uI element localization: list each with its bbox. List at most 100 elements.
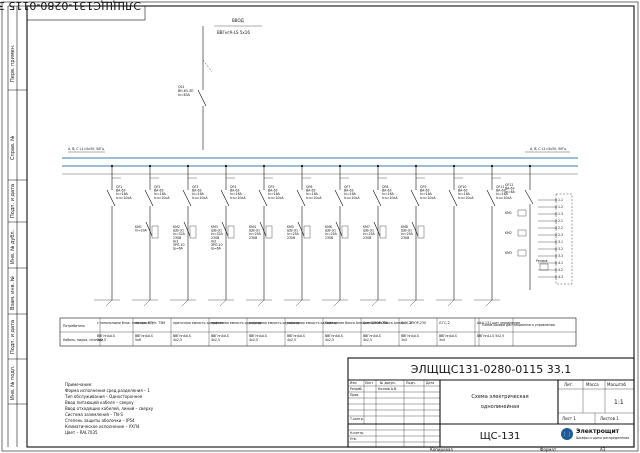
tb-row-list: Лист	[365, 381, 373, 385]
feeder-bus-node	[414, 164, 418, 168]
top-code-text: ЭЛЩЩС131-0280-0115 33.1	[0, 0, 141, 12]
feeder-contactor-contact	[411, 221, 419, 237]
control-terminal-label: 2.1	[558, 219, 563, 223]
title-code: ЭЛЩЩС131-0280-0115 33.1	[411, 363, 572, 376]
control-terminal-label: 2.3	[558, 233, 563, 237]
control-terminal-label: 4.1	[558, 261, 563, 265]
input-cable: ВВГнгА-LS 5х16	[217, 30, 250, 35]
feeder-contactor-box	[303, 225, 311, 239]
table-consumer-cell: Освещение бокса Аппарат ЗЛЮР-230	[325, 321, 388, 325]
side-label-podp-1: Подп. и дата	[10, 184, 16, 218]
feeder-contactor-contact	[297, 221, 305, 237]
feeder-cable-mark	[333, 299, 341, 307]
feeder-contactor-box	[379, 225, 387, 239]
control-relay-label: KM2	[505, 231, 512, 235]
side-label-vzam: Взам. инв. №	[10, 275, 16, 310]
side-label-perv: Перв. примен.	[10, 44, 16, 82]
feeder-contactor-contact	[373, 221, 381, 237]
feeder-bus-node	[338, 164, 342, 168]
feeder-cable-mark	[181, 299, 189, 307]
feeder-cable-mark	[485, 299, 493, 307]
table-consumer-cell: расходная емкость однофазн.	[287, 321, 338, 325]
tb-sheets: Листов 1	[600, 416, 619, 421]
side-label-inv-podl: Инв. № подл.	[10, 365, 16, 400]
table-consumer-cell: Л.ГС-2	[439, 321, 450, 325]
side-label-podp-2: Подп. и дата	[10, 320, 16, 354]
control-relay-label: KM3	[505, 251, 512, 255]
feeder-breaker-contact	[372, 189, 382, 207]
note-line: Форма исполнения сред.разделения – 1	[65, 388, 150, 393]
note-line: Ввод питающей кабеля – сверху	[65, 400, 134, 405]
feeder-bus-node	[148, 164, 152, 168]
table-consumer-cell: ШЩ-131 шит управления	[477, 321, 520, 325]
side-label-inv-dubl: Инв. № дубл.	[10, 229, 16, 264]
control-terminal-box	[555, 193, 573, 285]
feeder-breaker-contact	[334, 189, 344, 207]
feeder-contactor-box	[417, 225, 425, 239]
feeder-contactor-box	[189, 225, 197, 239]
control-terminal-node	[554, 205, 558, 209]
control-terminal-node	[554, 233, 558, 237]
feeder-breaker-contact	[448, 189, 458, 207]
tb-row-podp: Подп.	[406, 381, 416, 385]
control-relay-coil	[517, 249, 527, 257]
control-terminal-node	[554, 254, 558, 258]
table-consumer-cell: расходная емкость однофазн.	[249, 321, 300, 325]
table-cable-cell: ВВГнгА-LS 5х2,5	[477, 334, 504, 338]
feeder-bus-node	[452, 164, 456, 168]
control-terminal-node	[554, 247, 558, 251]
drawing-frame	[26, 5, 635, 448]
feeder-bus-node	[224, 164, 228, 168]
control-terminal-label: 1.3	[558, 212, 563, 216]
control-terminal-node	[554, 226, 558, 230]
control-terminal-label: 4.3	[558, 275, 563, 279]
note-line: Степень защиты оболочки – IP54	[65, 418, 135, 423]
feeder-breaker-contact	[258, 189, 268, 207]
tb-lit: Лит.	[564, 382, 573, 387]
bus-label-right: A, B, C L1=5х30, 50Гц	[530, 147, 567, 151]
tb-row-data: Дата	[426, 381, 434, 385]
tb-staff-prov: Пров.	[350, 393, 359, 397]
table-consumer-cell: Л.ГС-2	[401, 321, 412, 325]
tb-staff-utv: Утв.	[350, 437, 357, 441]
control-terminal-label: 2.2	[558, 226, 563, 230]
control-terminal-node	[554, 268, 558, 272]
control-terminal-node	[554, 261, 558, 265]
control-terminal-label: 3.2	[558, 247, 563, 251]
tb-row-doc: № докум.	[380, 381, 396, 385]
feeder-contactor-contact	[183, 221, 191, 237]
table-header-consumer: Потребитель	[63, 324, 85, 328]
main-busbar: A, B, C L1=5х30, 50Гц A, B, C L1=5х30, 5…	[62, 147, 578, 175]
feeder-contactor-box	[341, 225, 349, 239]
control-terminal-node	[554, 198, 558, 202]
feeder-breaker-contact	[144, 189, 154, 207]
tb-row-izm: Изм	[350, 381, 357, 385]
feeder-contactor-box	[151, 225, 159, 239]
